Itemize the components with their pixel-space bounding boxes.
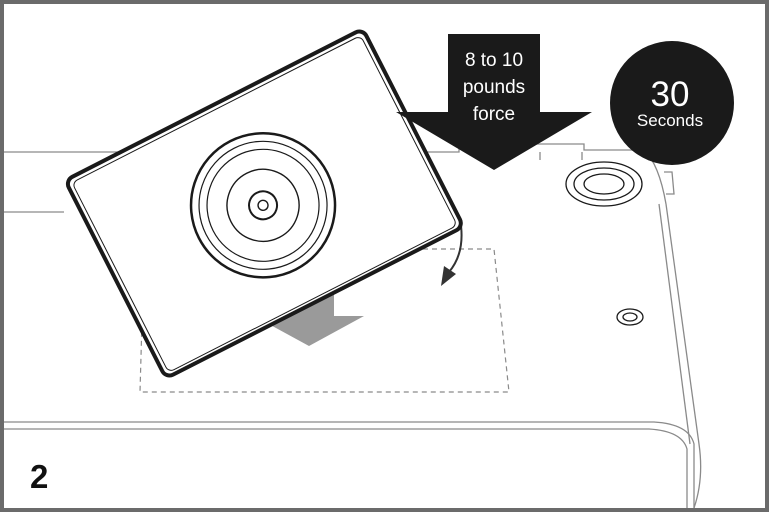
timer-value: 30: [651, 75, 690, 114]
device-foot: [565, 161, 643, 207]
timer-unit: Seconds: [637, 111, 703, 130]
placement-outline: [139, 248, 510, 393]
force-word-label: force: [473, 104, 515, 125]
force-unit-label: pounds: [463, 77, 525, 98]
force-down-arrow: 8 to 10 pounds force: [396, 34, 592, 170]
step-number: 2: [30, 458, 48, 495]
timer-badge: 30 Seconds: [610, 41, 734, 165]
card-with-lens: [65, 29, 463, 378]
force-amount-label: 8 to 10: [465, 50, 523, 71]
camera-lens-icon: [189, 132, 337, 279]
diagram-canvas: 8 to 10 pounds force 30 Seconds 2: [4, 29, 734, 508]
device-screw: [616, 308, 644, 326]
